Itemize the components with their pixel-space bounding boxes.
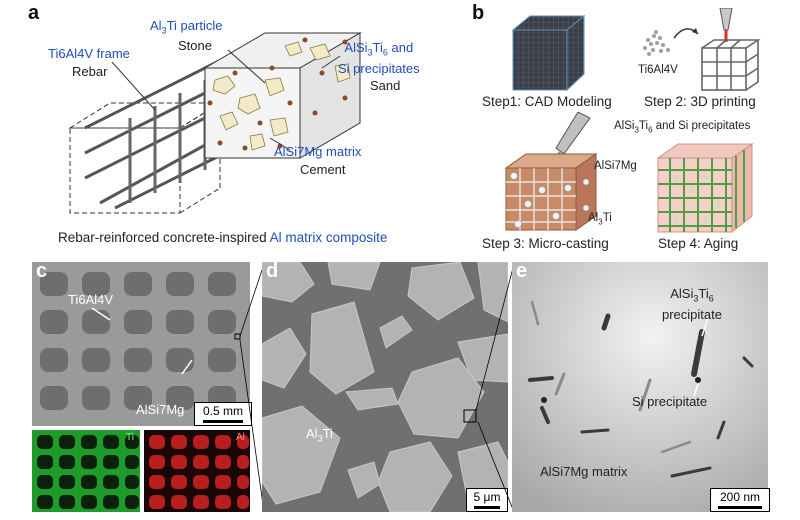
precipitate-label: AlSi3Ti6 and Si precipitates bbox=[338, 40, 420, 76]
aged-cube bbox=[656, 143, 754, 234]
ti-map-label: Ti bbox=[126, 432, 134, 443]
scale-bar-d-label: 5 μm bbox=[473, 490, 501, 504]
matrix-label: AlSi7Mg matrix bbox=[274, 144, 362, 159]
powder-label: Ti6Al4V bbox=[638, 64, 678, 76]
panel-b-letter: b bbox=[472, 2, 485, 24]
stone-label: Stone bbox=[178, 38, 212, 53]
al-eds-map bbox=[144, 430, 250, 512]
scale-bar-e-label: 200 nm bbox=[719, 490, 761, 504]
matrix-label-e: AlSi7Mg matrix bbox=[540, 464, 628, 479]
printing-illustration bbox=[643, 8, 761, 91]
frame-label: Ti6Al4V frame bbox=[48, 46, 130, 61]
scale-bar-e: 200 nm bbox=[710, 488, 770, 512]
al-map-label: Al bbox=[236, 432, 245, 443]
scale-bar-c: 0.5 mm bbox=[194, 402, 252, 426]
panel-a-letter: a bbox=[28, 2, 40, 24]
zoom-lines-cd bbox=[239, 263, 265, 513]
panel-a-caption: Rebar-reinforced concrete-inspired Al ma… bbox=[58, 230, 388, 245]
rebar-concrete-schematic bbox=[68, 32, 362, 214]
si-precip-label: Si precipitate bbox=[632, 394, 708, 409]
micro-casting-cube bbox=[504, 112, 598, 231]
panel-e-letter: e bbox=[516, 260, 528, 282]
tem-precipitate-image bbox=[512, 262, 768, 512]
rebar-label: Rebar bbox=[72, 64, 108, 79]
sand-label: Sand bbox=[370, 78, 401, 93]
zoom-lines-de bbox=[475, 263, 515, 513]
particle-label-b: Al3Ti bbox=[588, 212, 612, 227]
scale-bar-c-label: 0.5 mm bbox=[202, 404, 243, 418]
panel-c-letter: c bbox=[36, 260, 48, 282]
sem-lattice-image bbox=[32, 262, 250, 426]
particle-label-d: Al3Ti bbox=[306, 426, 333, 444]
precip-label-b: AlSi3Ti6 and Si precipitates bbox=[614, 120, 751, 135]
cad-lattice-cube bbox=[511, 14, 586, 92]
step1-label: Step1: CAD Modeling bbox=[482, 94, 612, 109]
cement-label: Cement bbox=[300, 162, 346, 177]
scale-bar-d: 5 μm bbox=[466, 488, 508, 512]
label-frame-c: Ti6Al4V bbox=[68, 292, 114, 307]
step4-label: Step 4: Aging bbox=[658, 236, 739, 251]
precip-label-e: AlSi3Ti6 precipitate bbox=[662, 286, 722, 322]
step3-label: Step 3: Micro-casting bbox=[482, 236, 609, 251]
step2-label: Step 2: 3D printing bbox=[644, 94, 756, 109]
matrix-label-b: AlSi7Mg bbox=[594, 160, 637, 172]
label-matrix-c: AlSi7Mg bbox=[136, 402, 185, 417]
ti-eds-map bbox=[32, 430, 140, 512]
panel-d-letter: d bbox=[266, 260, 279, 282]
particle-label: Al3Ti particle bbox=[150, 18, 223, 36]
